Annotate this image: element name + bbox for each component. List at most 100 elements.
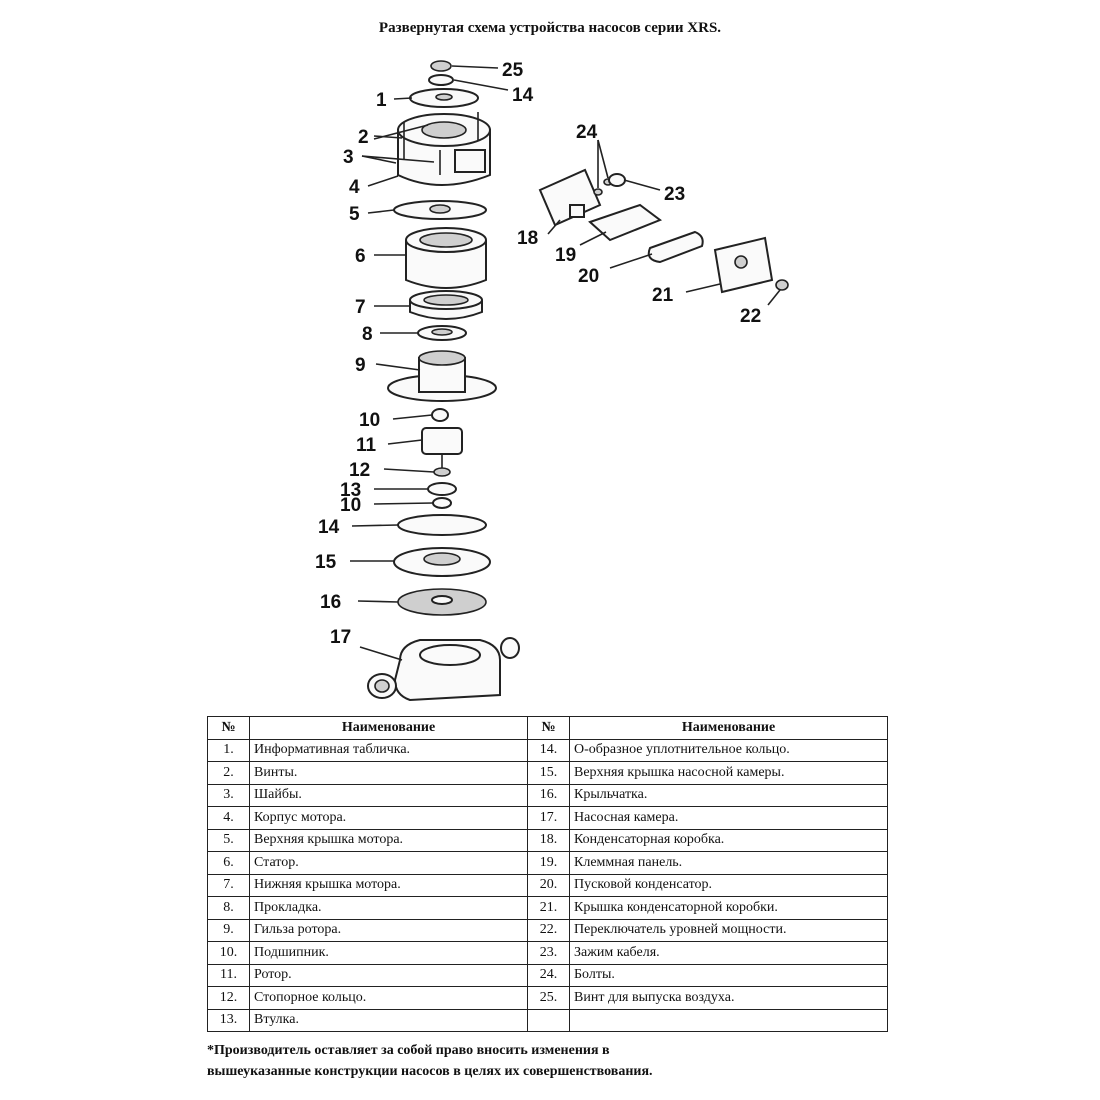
right-name: Винт для выпуска воздуха. bbox=[569, 986, 888, 1010]
callout-14-bottom: 14 bbox=[318, 517, 340, 538]
leader-lines bbox=[350, 65, 781, 661]
part-7-lower-motor-cover bbox=[409, 290, 483, 320]
left-name: Статор. bbox=[249, 851, 528, 875]
callout-21: 21 bbox=[652, 285, 674, 306]
left-name: Нижняя крышка мотора. bbox=[249, 873, 528, 897]
right-number: 22. bbox=[527, 918, 570, 942]
table-row: 3. Шайбы. 16. Крыльчатка. bbox=[207, 783, 888, 807]
left-name: Винты. bbox=[249, 761, 528, 785]
table-row: 10. Подшипник. 23. Зажим кабеля. bbox=[207, 941, 888, 965]
part-16-impeller bbox=[397, 588, 487, 616]
right-number: 19. bbox=[527, 851, 570, 875]
right-name: Конденсаторная коробка. bbox=[569, 828, 888, 852]
callout-15: 15 bbox=[315, 552, 337, 573]
callout-25: 25 bbox=[502, 60, 524, 81]
header-name-right: Наименование bbox=[569, 716, 888, 740]
callout-16: 16 bbox=[320, 592, 341, 613]
callout-22: 22 bbox=[740, 306, 761, 327]
callout-7: 7 bbox=[355, 297, 366, 318]
part-15-pump-chamber-cover bbox=[393, 547, 491, 577]
part-20-start-capacitor bbox=[647, 230, 704, 264]
callout-4: 4 bbox=[349, 177, 360, 198]
table-row: 6. Статор. 19. Клеммная панель. bbox=[207, 851, 888, 875]
table-row: 7. Нижняя крышка мотора. 20. Пусковой ко… bbox=[207, 873, 888, 897]
table-row: 5. Верхняя крышка мотора. 18. Конденсато… bbox=[207, 828, 888, 852]
left-name: Шайбы. bbox=[249, 783, 528, 807]
part-4-motor-housing bbox=[397, 112, 491, 186]
right-number: 17. bbox=[527, 806, 570, 830]
left-number: 3. bbox=[207, 783, 250, 807]
left-number: 9. bbox=[207, 918, 250, 942]
right-name: Верхняя крышка насосной камеры. bbox=[569, 761, 888, 785]
left-number: 10. bbox=[207, 941, 250, 965]
callout-19: 19 bbox=[555, 245, 576, 266]
diagram-title: Развернутая схема устройства насосов сер… bbox=[378, 20, 722, 36]
callout-24: 24 bbox=[576, 122, 598, 143]
right-name: Болты. bbox=[569, 963, 888, 987]
left-number: 8. bbox=[207, 896, 250, 920]
footnote: *Производитель оставляет за собой право … bbox=[207, 1040, 907, 1082]
callout-14-top: 14 bbox=[512, 85, 534, 106]
left-name: Верхняя крышка мотора. bbox=[249, 828, 528, 852]
part-14-top-o-ring bbox=[428, 74, 454, 86]
callout-10-top: 10 bbox=[359, 410, 380, 431]
callout-23: 23 bbox=[664, 184, 685, 205]
callout-5: 5 bbox=[349, 204, 360, 225]
left-number: 6. bbox=[207, 851, 250, 875]
callout-1: 1 bbox=[376, 90, 387, 111]
callout-17: 17 bbox=[330, 627, 351, 648]
right-number: 16. bbox=[527, 783, 570, 807]
left-name: Гильза ротора. bbox=[249, 918, 528, 942]
right-name: О-образное уплотнительное кольцо. bbox=[569, 738, 888, 762]
left-number: 1. bbox=[207, 738, 250, 762]
table-row: 11. Ротор. 24. Болты. bbox=[207, 963, 888, 987]
part-12-retaining-ring bbox=[433, 467, 451, 477]
callout-18: 18 bbox=[517, 228, 538, 249]
left-number: 7. bbox=[207, 873, 250, 897]
part-1-nameplate bbox=[409, 88, 479, 108]
callout-12: 12 bbox=[349, 460, 370, 481]
left-number: 13. bbox=[207, 1008, 250, 1032]
right-number bbox=[527, 1008, 570, 1032]
left-name: Прокладка. bbox=[249, 896, 528, 920]
left-number: 4. bbox=[207, 806, 250, 830]
part-6-stator bbox=[405, 227, 487, 289]
right-number: 23. bbox=[527, 941, 570, 965]
part-14-o-ring bbox=[397, 514, 487, 536]
part-22-power-switch bbox=[775, 279, 789, 291]
table-row: 4. Корпус мотора. 17. Насосная камера. bbox=[207, 806, 888, 830]
left-name: Ротор. bbox=[249, 963, 528, 987]
left-name: Втулка. bbox=[249, 1008, 528, 1032]
right-name: Переключатель уровней мощности. bbox=[569, 918, 888, 942]
footnote-line-1: *Производитель оставляет за собой право … bbox=[207, 1043, 610, 1058]
part-9-rotor-sleeve bbox=[387, 350, 497, 402]
left-name: Корпус мотора. bbox=[249, 806, 528, 830]
table-row: 9. Гильза ротора. 22. Переключатель уров… bbox=[207, 918, 888, 942]
callout-10-bottom: 10 bbox=[340, 495, 361, 516]
right-name bbox=[569, 1008, 888, 1032]
right-name: Клеммная панель. bbox=[569, 851, 888, 875]
table-row: 12. Стопорное кольцо. 25. Винт для выпус… bbox=[207, 986, 888, 1010]
left-number: 11. bbox=[207, 963, 250, 987]
right-name: Зажим кабеля. bbox=[569, 941, 888, 965]
table-row: 13. Втулка. bbox=[207, 1008, 888, 1032]
right-number: 21. bbox=[527, 896, 570, 920]
left-name: Информативная табличка. bbox=[249, 738, 528, 762]
part-10-bearing-bottom bbox=[432, 497, 452, 509]
header-number-right: № bbox=[527, 716, 570, 740]
part-5-upper-motor-cover bbox=[393, 200, 487, 220]
callout-3: 3 bbox=[343, 147, 354, 168]
left-name: Подшипник. bbox=[249, 941, 528, 965]
right-number: 14. bbox=[527, 738, 570, 762]
part-11-rotor bbox=[421, 427, 463, 470]
part-25-air-vent-screw bbox=[430, 60, 452, 72]
callout-13: 13 bbox=[340, 480, 361, 501]
callout-numbers: 25 14 1 2 3 4 5 6 7 8 9 10 11 12 13 10 1… bbox=[315, 60, 761, 648]
part-18-capacitor-box bbox=[538, 168, 602, 227]
header-name-left: Наименование bbox=[249, 716, 528, 740]
table-header-row: № Наименование № Наименование bbox=[207, 716, 888, 740]
table-row: 2. Винты. 15. Верхняя крышка насосной ка… bbox=[207, 761, 888, 785]
right-name: Крышка конденсаторной коробки. bbox=[569, 896, 888, 920]
right-name: Крыльчатка. bbox=[569, 783, 888, 807]
part-23-cable-clamp bbox=[608, 173, 626, 187]
